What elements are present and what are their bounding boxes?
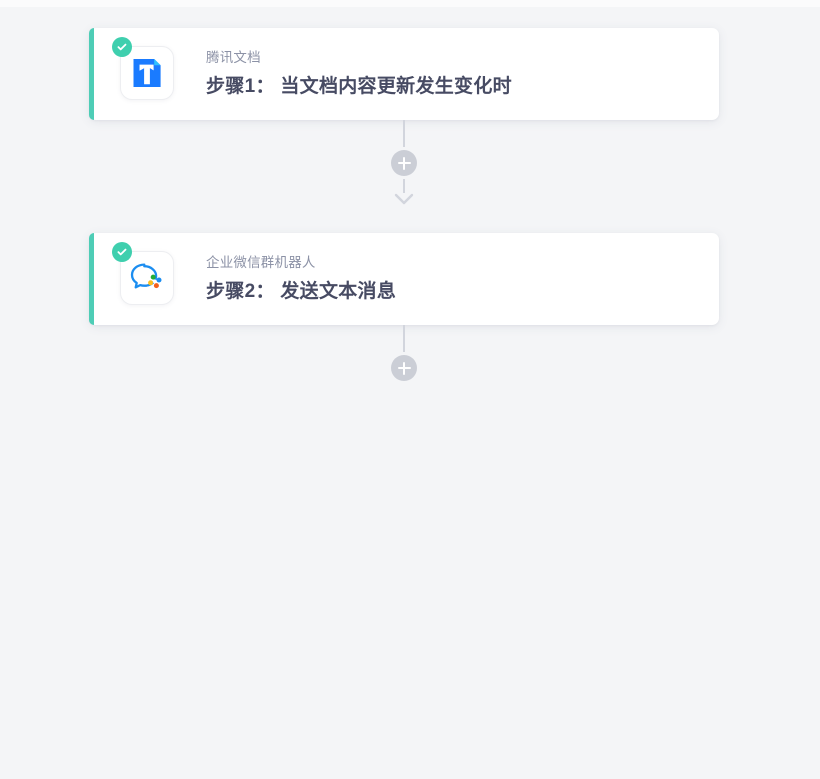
add-step-button-1[interactable]: [391, 150, 417, 176]
step-icon-wrap-2: [112, 242, 176, 307]
workflow-flow: 腾讯文档 步骤1： 当文档内容更新发生变化时: [89, 28, 719, 415]
app-icon-tile-1: [120, 46, 174, 100]
top-strip: [0, 0, 820, 7]
step-title-1: 步骤1： 当文档内容更新发生变化时: [206, 76, 512, 97]
step-text-2: 企业微信群机器人 步骤2： 发送文本消息: [206, 253, 396, 305]
app-icon-tile-2: [120, 251, 174, 305]
tencent-docs-icon: [133, 59, 161, 87]
connector-line-upper-2: [403, 325, 405, 352]
connector-line-lower-1: [403, 179, 405, 193]
workflow-connector-1: [89, 120, 719, 233]
step-card-1[interactable]: 腾讯文档 步骤1： 当文档内容更新发生变化时: [89, 28, 719, 120]
step-icon-wrap-1: [112, 37, 176, 102]
step-accent-bar-1: [89, 28, 94, 120]
add-step-button-2[interactable]: [391, 355, 417, 381]
step-text-1: 腾讯文档 步骤1： 当文档内容更新发生变化时: [206, 48, 512, 100]
step-status-check-icon-1: [112, 37, 132, 57]
workflow-connector-2: [89, 325, 719, 415]
wecom-bot-icon: [130, 263, 162, 289]
step-accent-bar-2: [89, 233, 94, 325]
workflow-canvas: 腾讯文档 步骤1： 当文档内容更新发生变化时: [0, 7, 820, 779]
step-title-2: 步骤2： 发送文本消息: [206, 281, 397, 302]
connector-arrow-icon-1: [394, 193, 414, 205]
step-app-name-2: 企业微信群机器人: [206, 255, 316, 270]
connector-line-upper-1: [403, 120, 405, 147]
step-app-name-1: 腾讯文档: [206, 50, 261, 65]
step-status-check-icon-2: [112, 242, 132, 262]
step-card-2[interactable]: 企业微信群机器人 步骤2： 发送文本消息: [89, 233, 719, 325]
